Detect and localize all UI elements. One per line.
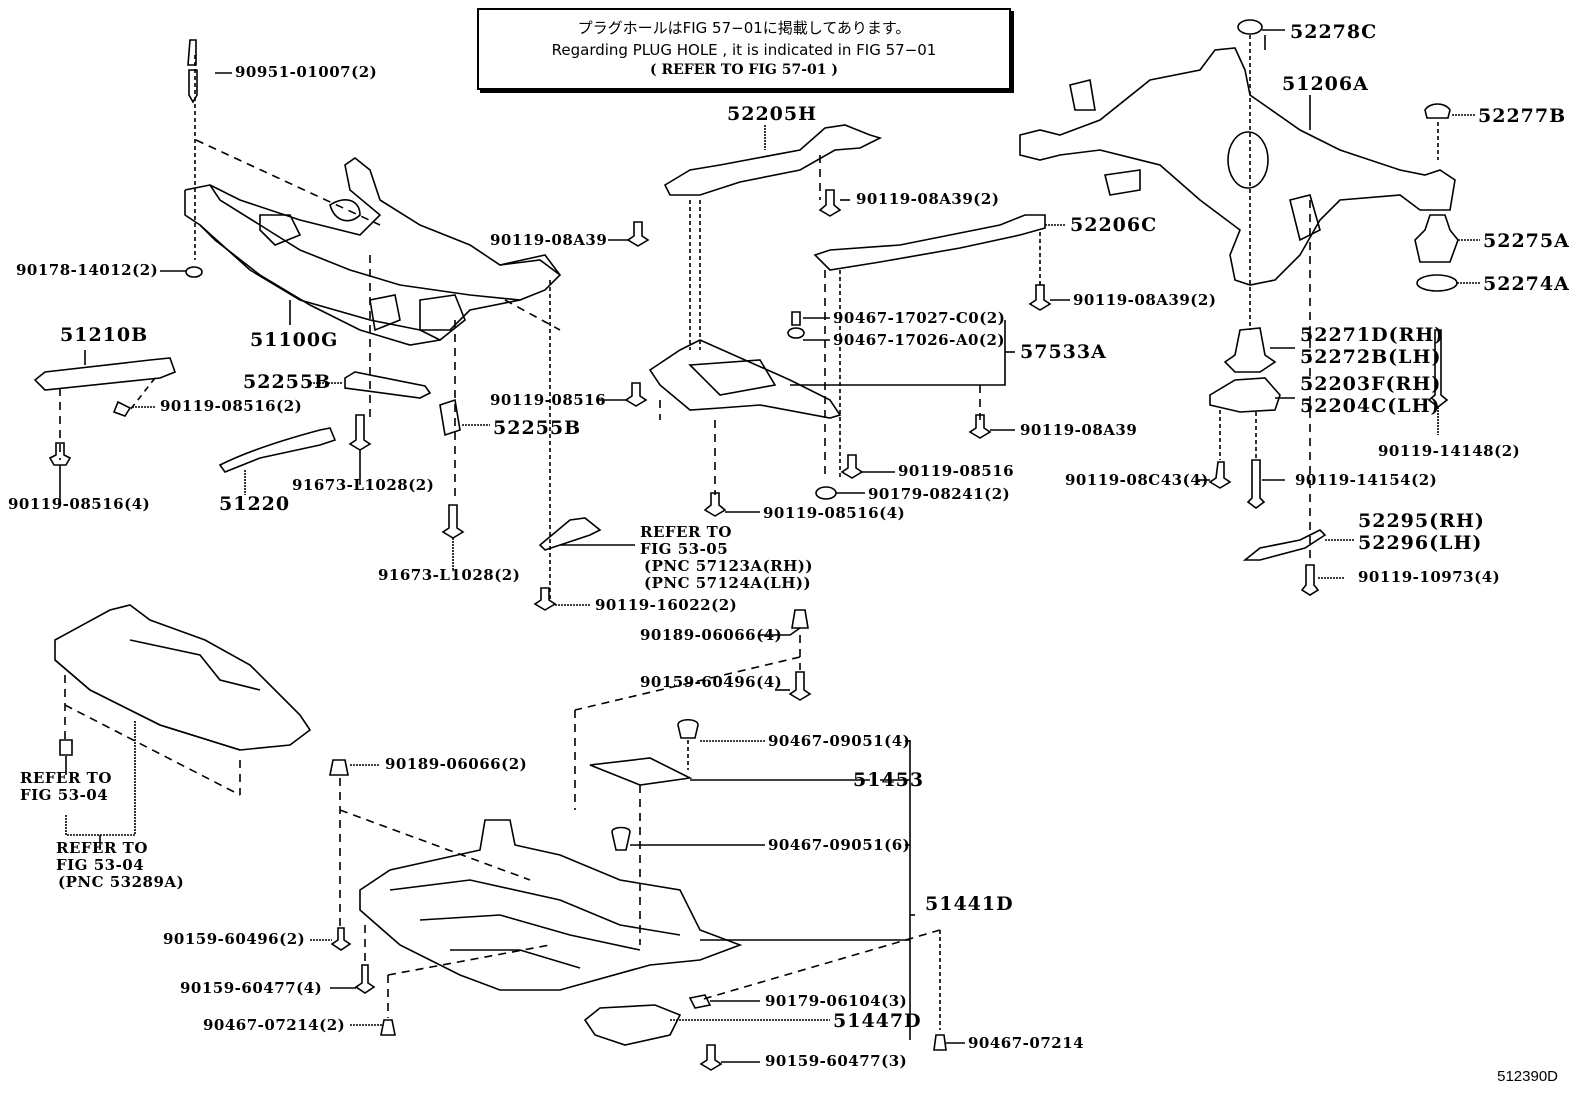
part-label[interactable]: 90119-08A39 — [1020, 421, 1138, 439]
part-label[interactable]: 51453 — [853, 769, 925, 791]
part-label[interactable]: 51220 — [219, 493, 291, 515]
part-label[interactable]: 90189-06066(2) — [385, 755, 528, 773]
refer-label: FIG 53-05 — [640, 540, 729, 558]
part-label[interactable]: 90179-06104(3) — [765, 992, 908, 1010]
part-label[interactable]: 90178-14012(2) — [16, 261, 159, 279]
part-label[interactable]: 90119-08516 — [898, 462, 1015, 480]
part-label[interactable]: 90119-08C43(4) — [1065, 471, 1209, 489]
part-label[interactable]: 52204C(LH) — [1300, 395, 1441, 417]
part-label[interactable]: 90467-07214(2) — [203, 1016, 346, 1034]
refer-label: (PNC 57123A(RH)) — [644, 557, 814, 575]
refer-label: (PNC 57124A(LH)) — [644, 574, 812, 592]
part-label[interactable]: 52277B — [1478, 105, 1567, 127]
part-label[interactable]: 90159-60496(2) — [163, 930, 306, 948]
part-label[interactable]: 52206C — [1070, 214, 1158, 236]
part-label[interactable]: 52255B — [493, 417, 582, 439]
part-label[interactable]: 51210B — [60, 324, 149, 346]
plug-hole-notice: プラグホールはFIG 57−01に掲載してあります。 Regarding PLU… — [477, 8, 1011, 90]
part-label[interactable]: 52271D(RH) — [1300, 324, 1445, 346]
refer-label: REFER TO — [20, 769, 112, 787]
part-label[interactable]: 90119-08516(4) — [8, 495, 151, 513]
part-label[interactable]: 57533A — [1020, 341, 1107, 363]
refer-label: (PNC 53289A) — [58, 873, 185, 891]
part-label[interactable]: 51206A — [1282, 73, 1369, 95]
part-label[interactable]: 90467-09051(4) — [768, 732, 911, 750]
part-label[interactable]: 52296(LH) — [1358, 532, 1483, 554]
part-label[interactable]: 90159-60496(4) — [640, 673, 783, 691]
part-label[interactable]: 51100G — [250, 329, 339, 351]
part-label[interactable]: 52274A — [1483, 273, 1570, 295]
part-label[interactable]: 90119-08516(2) — [160, 397, 303, 415]
part-label[interactable]: 90119-08A39 — [490, 231, 608, 249]
part-label[interactable]: 52205H — [727, 103, 818, 125]
part-label[interactable]: 90119-14148(2) — [1378, 442, 1521, 460]
part-label[interactable]: 90159-60477(4) — [180, 979, 323, 997]
notice-english: Regarding PLUG HOLE , it is indicated in… — [551, 41, 937, 59]
part-label[interactable]: 90119-08A39(2) — [1073, 291, 1217, 309]
part-label[interactable]: 90467-07214 — [968, 1034, 1085, 1052]
rear-subframe-drawing — [1019, 47, 1456, 286]
part-label[interactable]: 90189-06066(4) — [640, 626, 783, 644]
part-label[interactable]: 90951-01007(2) — [235, 63, 378, 81]
part-label[interactable]: 90467-17027-C0(2) — [833, 309, 1006, 327]
part-label[interactable]: 90179-08241(2) — [868, 485, 1011, 503]
part-label[interactable]: 91673-L1028(2) — [378, 566, 521, 584]
notice-japanese: プラグホールはFIG 57−01に掲載してあります。 — [577, 19, 911, 37]
part-label[interactable]: 90119-08A39(2) — [856, 190, 1000, 208]
part-label[interactable]: 90159-60477(3) — [765, 1052, 908, 1070]
part-label[interactable]: 90119-14154(2) — [1295, 471, 1438, 489]
part-label[interactable]: 51441D — [925, 893, 1014, 915]
part-label[interactable]: 51447D — [833, 1010, 922, 1032]
refer-label: REFER TO — [640, 523, 732, 541]
notice-refer: ( REFER TO FIG 57-01 ) — [649, 62, 838, 78]
part-label[interactable]: 90119-08516(4) — [763, 504, 906, 522]
part-label[interactable]: 52272B(LH) — [1300, 346, 1442, 368]
part-label[interactable]: 90119-10973(4) — [1358, 568, 1501, 586]
part-label[interactable]: 52295(RH) — [1358, 510, 1485, 532]
part-label[interactable]: 90119-16022(2) — [595, 596, 738, 614]
figure-code: 512390D — [1497, 1068, 1558, 1085]
part-label[interactable]: 52278C — [1290, 21, 1378, 43]
front-cover-drawing — [54, 604, 312, 751]
part-label[interactable]: 90467-17026-A0(2) — [833, 331, 1006, 349]
refer-label: REFER TO — [56, 839, 148, 857]
part-label[interactable]: 52203F(RH) — [1300, 373, 1442, 395]
part-label[interactable]: 91673-L1028(2) — [292, 476, 435, 494]
part-label[interactable]: 52275A — [1483, 230, 1570, 252]
part-label[interactable]: 90119-08516 — [490, 391, 607, 409]
part-label[interactable]: 90467-09051(6) — [768, 836, 911, 854]
engine-undercover-drawing — [359, 819, 743, 991]
refer-label: FIG 53-04 — [56, 856, 145, 874]
front-subframe-drawing — [184, 157, 562, 346]
refer-label: FIG 53-04 — [20, 786, 109, 804]
part-label[interactable]: 52255B — [243, 371, 332, 393]
